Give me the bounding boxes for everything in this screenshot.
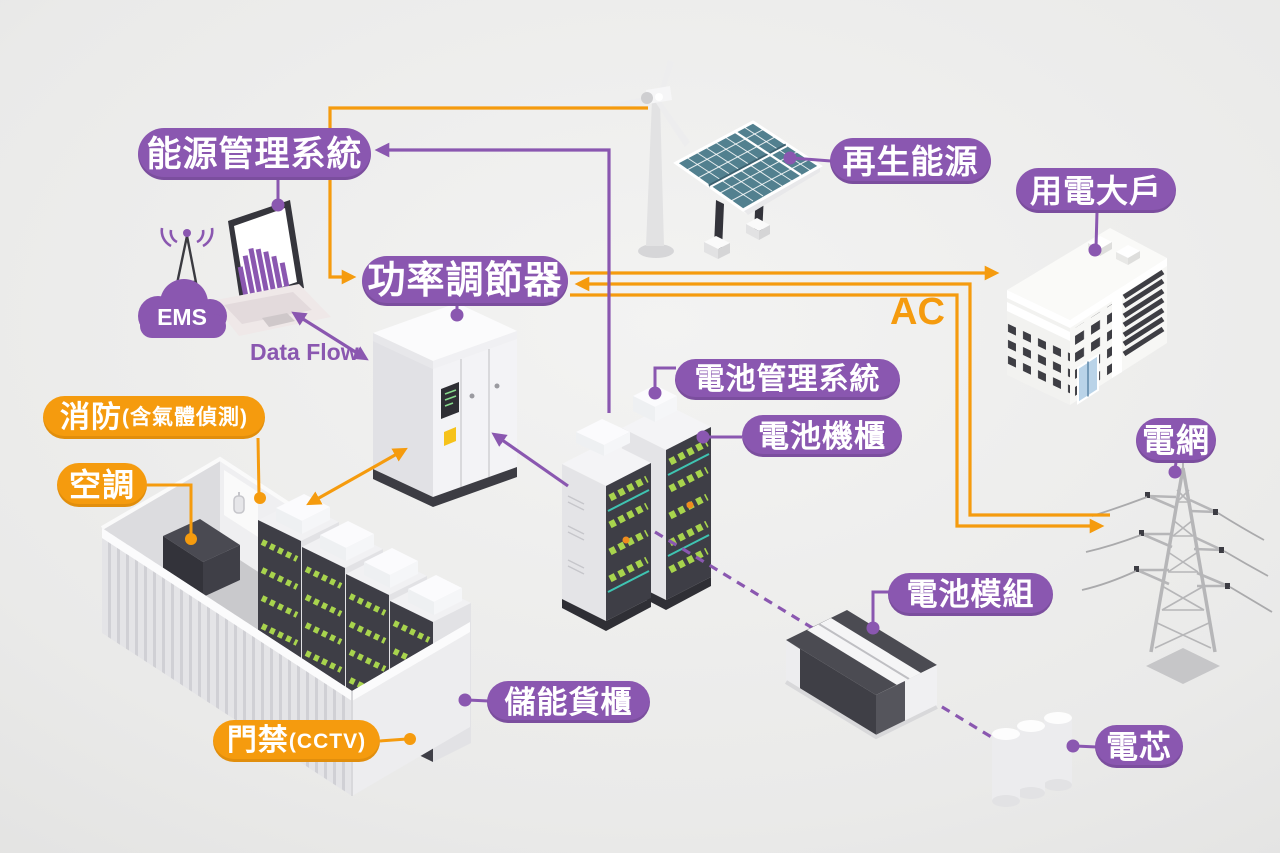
warning-sticker [444,427,456,446]
ems-cloud-icon [138,227,227,338]
fire-extinguisher-panel [224,470,258,537]
fire-protection-label: 消防 [60,400,122,434]
building-door [1077,353,1099,405]
laptop-illustration [211,200,331,336]
transmission-tower-illustration [1081,452,1273,684]
storage-container-illustration [100,456,472,796]
fire-protection-note: (含氣體偵測) [122,406,248,429]
pcs-display-screen [441,382,459,419]
data-flow-text: Data Flow [250,339,359,365]
solar-panel-illustration [673,120,823,259]
callout-storage-container: 儲能貨櫃 [487,681,650,723]
callout-renewable-energy: 再生能源 [830,138,991,184]
callout-battery-cell: 電芯 [1095,725,1183,768]
power-conditioner-illustration [373,303,517,507]
callout-access-control: 門禁(CCTV) [213,720,380,762]
callout-power-conditioner: 功率調節器 [362,256,568,306]
wind-turbine-illustration [612,60,690,258]
callout-connectors [147,151,1182,753]
access-control-label: 門禁 [226,724,289,757]
power-flow-lines [306,106,1110,534]
hvac-unit [163,519,240,597]
container-battery-racks [258,494,471,762]
access-control-note: (CCTV) [288,729,367,753]
battery-module-illustration [784,610,938,740]
callout-grid: 電網 [1136,418,1216,463]
callout-fire-protection: 消防(含氣體偵測) [43,396,265,439]
building-illustration [1007,228,1167,405]
battery-rack-illustration [562,385,711,631]
callout-battery-management-system: 電池管理系統 [675,359,900,400]
callout-large-power-consumer: 用電大戶 [1016,168,1176,213]
callout-energy-management-system: 能源管理系統 [138,128,371,180]
callout-hvac: 空調 [57,463,147,507]
laptop-bar-chart [237,247,290,297]
data-flow-lines [291,142,611,488]
ems-abbr-text: EMS [157,304,207,330]
callout-battery-cabinet: 電池機櫃 [742,415,902,457]
ac-text: AC [890,291,945,333]
callout-battery-module: 電池模組 [888,573,1053,616]
battery-cells-illustration [992,712,1072,807]
